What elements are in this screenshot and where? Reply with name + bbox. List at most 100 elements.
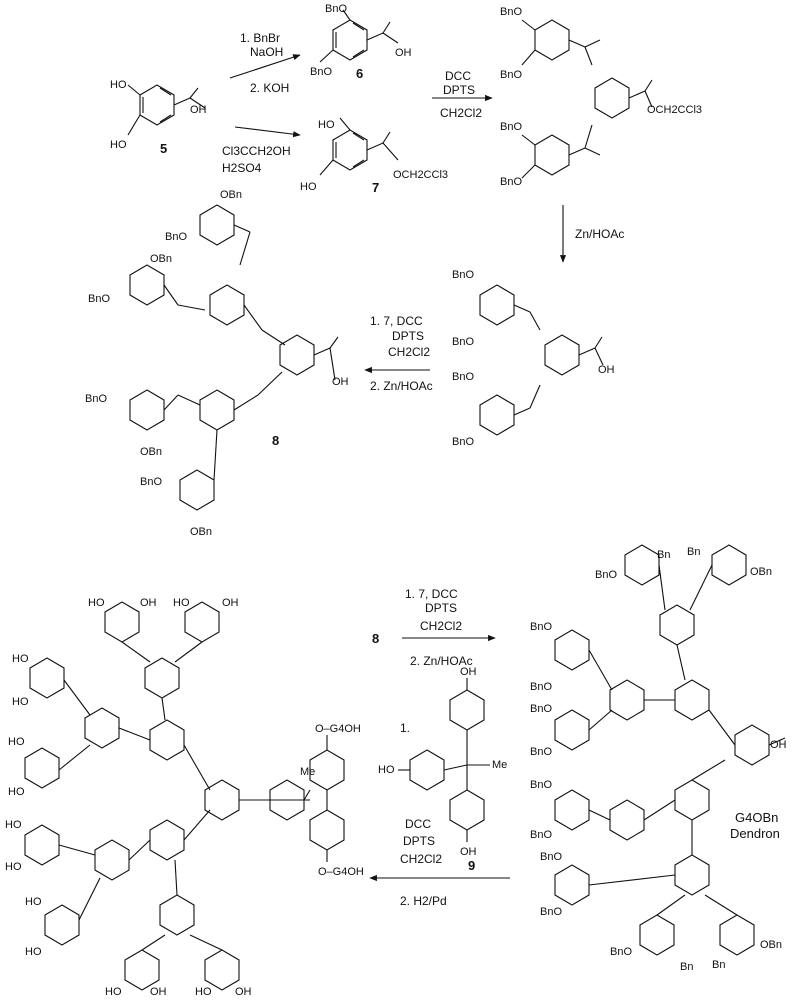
compound-7: HO HO OCH2CCl3 7 xyxy=(300,117,448,195)
fd-ho-3: HO xyxy=(12,653,29,665)
g1-acid-bonds xyxy=(479,284,604,436)
reagent-core-1: 1. xyxy=(400,721,410,735)
c6-oh: OH xyxy=(395,47,412,59)
compound-5: HO HO OH 5 xyxy=(110,79,207,156)
c8-bno-2: BnO xyxy=(88,293,110,305)
compound-9-number: 9 xyxy=(468,858,475,873)
fd-ho-10: HO xyxy=(25,946,42,958)
fd-ho-1: HO xyxy=(88,597,105,609)
c8-obn-4: OBn xyxy=(190,526,212,538)
final-dendrimer: HO OH HO OH HO HO HO HO HO HO HO HO HO O… xyxy=(5,597,364,998)
g1-bno-1: BnO xyxy=(500,6,522,18)
fd-oh-1: OH xyxy=(140,597,157,609)
g4obn-dendron: BnO Bn Bn OBn BnO BnO BnO BnO BnO BnO Bn… xyxy=(530,544,787,973)
fd-oh-4: OH xyxy=(235,986,252,998)
reagent-core-dpts: DPTS xyxy=(403,834,435,848)
c5-ho-bottom: HO xyxy=(110,139,127,151)
reagent-iter2-2: DPTS xyxy=(425,601,457,615)
c8-bno-1: BnO xyxy=(165,231,187,243)
g1a-oh: OH xyxy=(598,364,615,376)
c9-oh-bottom: OH xyxy=(460,846,477,858)
reagent-core-ch2cl2: CH2Cl2 xyxy=(400,852,442,866)
c5-ho-top: HO xyxy=(110,79,127,91)
g1-bno-4: BnO xyxy=(500,176,522,188)
c6-bno-top: BnO xyxy=(325,3,347,15)
compound-6-number: 6 xyxy=(356,66,363,81)
c7-ester: OCH2CCl3 xyxy=(393,169,448,181)
g4-bn-2: Bn xyxy=(687,546,700,558)
reagent-iter-1: 1. 7, DCC xyxy=(370,314,423,328)
final-dendrimer-bonds xyxy=(24,601,345,991)
g4-bn-3: Bn xyxy=(680,961,693,973)
c9-ho: HO xyxy=(378,764,395,776)
g1-bno-3: BnO xyxy=(500,121,522,133)
g4-bn-4: Bn xyxy=(712,959,725,971)
reagent-naoh: NaOH xyxy=(250,45,283,59)
g4-obn-1: OBn xyxy=(750,566,772,578)
reagent-core-dcc: DCC xyxy=(405,817,431,831)
g1-ester-label: OCH2CCl3 xyxy=(647,104,702,116)
c8-oh: OH xyxy=(332,376,349,388)
c7-ho-bottom: HO xyxy=(300,181,317,193)
fd-me: Me xyxy=(300,766,315,778)
reagent-h2so4: H2SO4 xyxy=(222,161,262,175)
g4-obn-2: OBn xyxy=(760,939,782,951)
compound-8-ref: 8 xyxy=(372,631,379,646)
g4-oh: OH xyxy=(770,739,787,751)
g1-acid: BnO BnO BnO BnO OH xyxy=(452,269,615,448)
g4-bno-5: BnO xyxy=(530,746,552,758)
c8-bno-3: BnO xyxy=(85,393,107,405)
g4-bno-6: BnO xyxy=(530,779,552,791)
reagent-ch2cl2-1: CH2Cl2 xyxy=(440,106,482,120)
compound-7-number: 7 xyxy=(372,180,379,195)
reagent-zn-1: Zn/HOAc xyxy=(575,227,624,241)
dendron-label: Dendron xyxy=(730,826,780,841)
compound-8: OBn BnO OBn BnO BnO OBn BnO OBn OH 8 xyxy=(85,189,349,538)
compound-6: BnO BnO OH 6 xyxy=(310,3,412,81)
c5-oh: OH xyxy=(190,104,207,116)
c8-obn-1: OBn xyxy=(220,189,242,201)
compound-5-ring xyxy=(127,84,206,136)
g4-bno-4: BnO xyxy=(530,703,552,715)
fd-ho-8: HO xyxy=(5,861,22,873)
g4-bno-8: BnO xyxy=(540,851,562,863)
g4-bn-1: Bn xyxy=(657,549,670,561)
c9-oh-top: OH xyxy=(460,666,477,678)
fd-ho-9: HO xyxy=(25,896,42,908)
c9-me: Me xyxy=(492,759,507,771)
fd-ho-7: HO xyxy=(5,819,22,831)
reagent-iter-2: DPTS xyxy=(392,329,424,343)
fd-ho-5: HO xyxy=(8,736,25,748)
g4-bno-3: BnO xyxy=(530,681,552,693)
reagent-iter2-4: 2. Zn/HOAc xyxy=(410,654,473,668)
g1-bno-2: BnO xyxy=(500,69,522,81)
g4-bno-1: BnO xyxy=(595,569,617,581)
c8-obn-3: OBn xyxy=(140,446,162,458)
reagent-iter2-1: 1. 7, DCC xyxy=(405,587,458,601)
c6-bno-bottom: BnO xyxy=(310,66,332,78)
c8-bno-4: BnO xyxy=(140,476,162,488)
g4-bno-2: BnO xyxy=(530,621,552,633)
compound-9-bonds xyxy=(398,678,490,842)
reagent-h2pd: 2. H2/Pd xyxy=(400,894,447,908)
compound-9: OH HO Me OH 9 xyxy=(378,666,507,873)
g4-bno-10: BnO xyxy=(610,946,632,958)
reagent-dpts-1: DPTS xyxy=(443,83,475,97)
compound-7-ring xyxy=(319,117,399,176)
g1a-bno-1: BnO xyxy=(452,269,474,281)
reagent-iter2-3: CH2Cl2 xyxy=(420,619,462,633)
c8-obn-2: OBn xyxy=(150,253,172,265)
g1a-bno-3: BnO xyxy=(452,371,474,383)
reagent-bnbr: 1. BnBr xyxy=(240,31,280,45)
reagent-dcc-1: DCC xyxy=(445,69,471,83)
reagent-iter-4: 2. Zn/HOAc xyxy=(370,379,433,393)
fd-oh-3: OH xyxy=(150,986,167,998)
fd-ho-11: HO xyxy=(105,986,122,998)
reagent-tce: Cl3CCH2OH xyxy=(222,144,291,158)
g4obn-label: G4OBn xyxy=(735,810,778,825)
g1a-bno-2: BnO xyxy=(452,336,474,348)
fd-ho-2: HO xyxy=(173,597,190,609)
g1-ester-bonds xyxy=(521,19,653,179)
fd-oh-2: OH xyxy=(222,597,239,609)
